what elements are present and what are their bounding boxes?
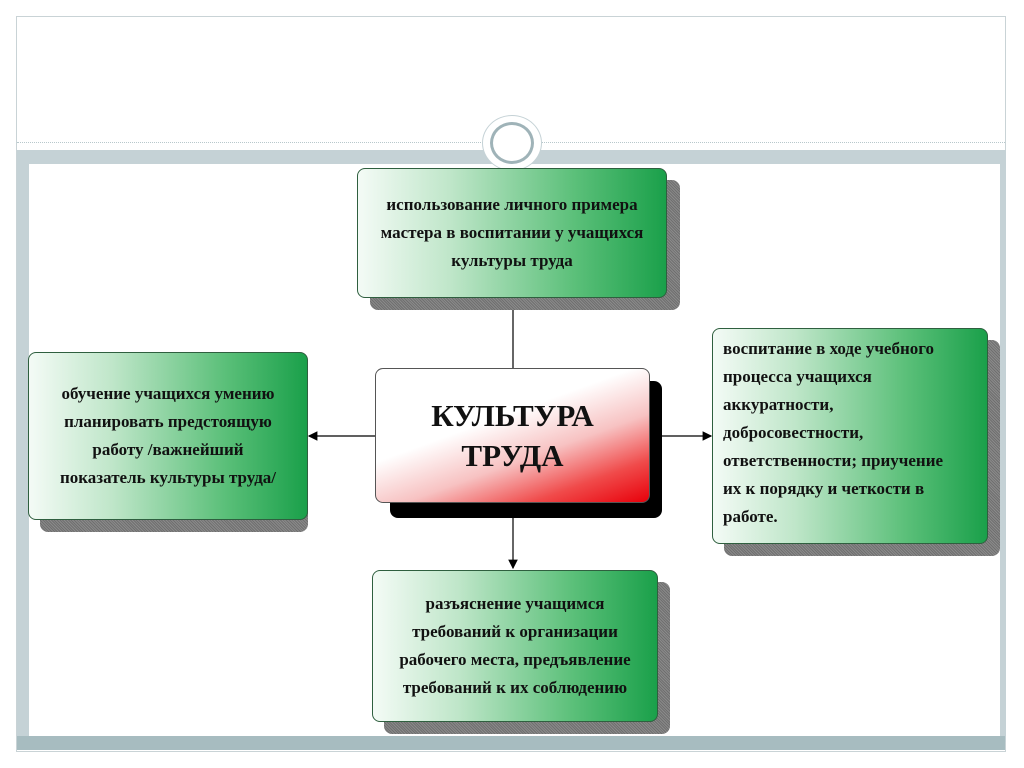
top-box: использование личного примера мастера в …	[357, 168, 667, 298]
right-frame-band	[1000, 150, 1006, 742]
bottom-box-text: разъяснение учащимся требований к органи…	[399, 594, 631, 697]
circle-ornament-ring	[490, 122, 534, 164]
bottom-frame-band	[17, 736, 1005, 750]
center-box: КУЛЬТУРА ТРУДА	[375, 368, 650, 503]
left-box: обучение учащихся умению планировать пре…	[28, 352, 308, 520]
left-box-text: обучение учащихся умению планировать пре…	[59, 384, 277, 487]
right-box-text: воспитание в ходе учебного процесса учащ…	[723, 339, 944, 526]
right-box: воспитание в ходе учебного процесса учащ…	[712, 328, 988, 544]
top-box-text: использование личного примера мастера в …	[380, 195, 644, 270]
center-box-title: КУЛЬТУРА ТРУДА	[431, 397, 594, 473]
left-frame-band	[17, 150, 29, 742]
circle-ornament-icon	[482, 115, 542, 171]
bottom-box: разъяснение учащимся требований к органи…	[372, 570, 658, 722]
